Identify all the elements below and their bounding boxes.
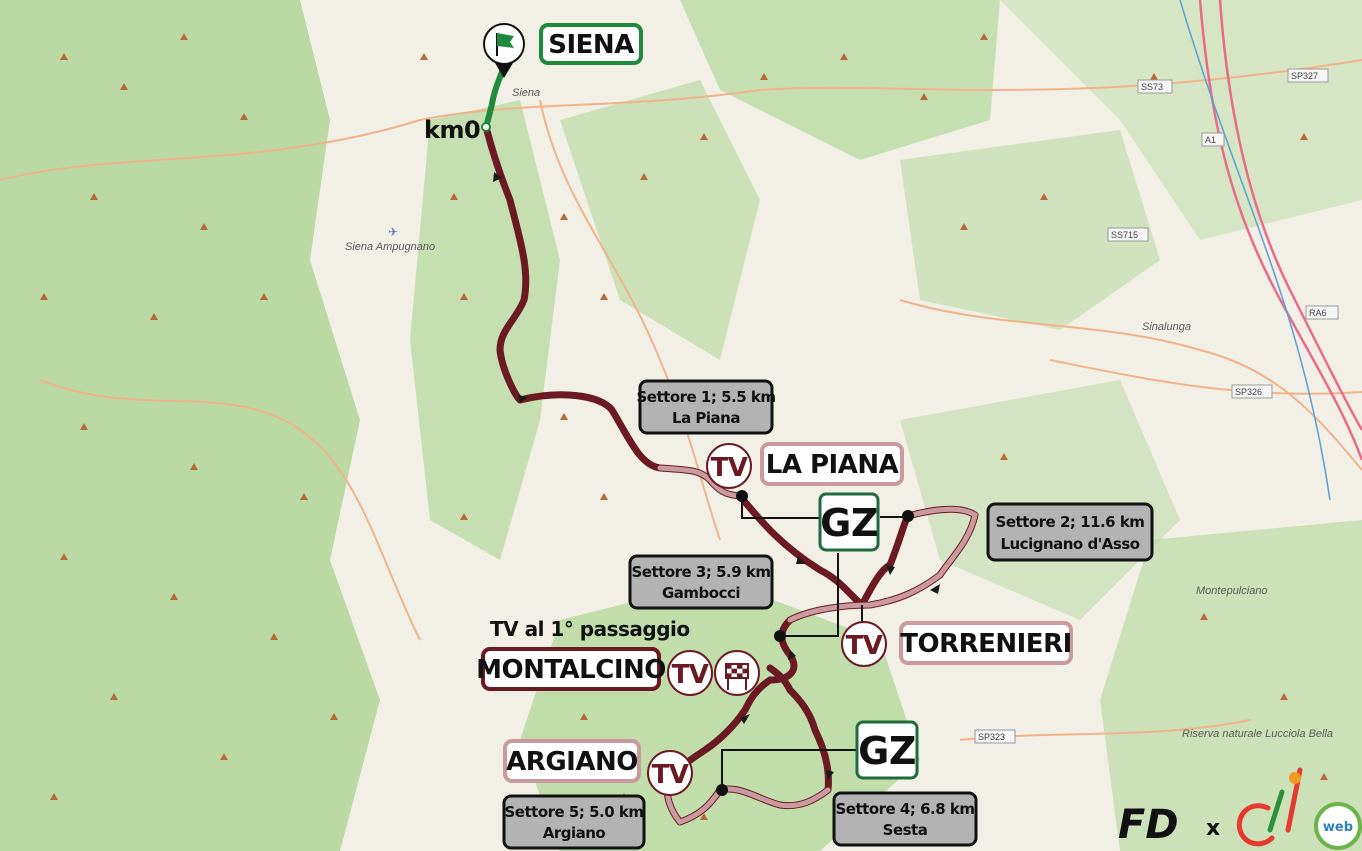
road-sp323: SP323 (978, 732, 1005, 742)
river (1179, 0, 1331, 501)
ciclo-web-logo: web (1236, 767, 1362, 850)
route-neutral-start (483, 69, 505, 130)
sector-4-title: Settore 4; 6.8 km (836, 800, 975, 818)
town-sinalunga: Sinalunga (1142, 321, 1191, 333)
road-ra6: RA6 (1309, 308, 1327, 318)
road-badges: SS73 SP327 A1 SS715 RA6 SP326 SP323 (974, 68, 1339, 744)
sector-1-title: Settore 1; 5.5 km (637, 388, 776, 406)
torrenieri-text: TORRENIERI (900, 629, 1072, 659)
logo-separator: x (1206, 816, 1220, 841)
torrenieri-label: TORRENIERI (899, 621, 1073, 665)
town-montepulciano: Montepulciano (1196, 585, 1268, 597)
sector-5-name: Argiano (543, 824, 606, 842)
km0-marker (481, 122, 491, 132)
sector-5-box: Settore 5; 5.0 km Argiano (502, 794, 646, 850)
web-logo-text: web (1323, 820, 1353, 835)
sector-2-name: Lucignano d'Asso (1000, 535, 1139, 553)
tv-montalcino: TV (667, 650, 713, 696)
gz-box-1: GZ (818, 492, 880, 552)
connector-dots (716, 490, 914, 796)
tv-note: TV al 1° passaggio (490, 617, 690, 641)
la-piana-label: LA PIANA (760, 442, 904, 486)
town-siena-ampugnano: Siena Ampugnano (345, 241, 435, 253)
start-marker (483, 23, 525, 78)
route-arrows (493, 172, 940, 780)
road-ss715: SS715 (1111, 230, 1138, 240)
montalcino-text: MONTALCINO (476, 655, 666, 685)
tv-torrenieri: TV (841, 621, 887, 667)
tv-la-piana: TV (706, 443, 752, 489)
siena-label: SIENA (539, 23, 643, 65)
sector-1-box: Settore 1; 5.5 km La Piana (637, 379, 776, 435)
la-piana-text: LA PIANA (766, 450, 899, 480)
road-ss73: SS73 (1141, 82, 1163, 92)
airport-icon: ✈ (388, 225, 398, 239)
road-sp326: SP326 (1235, 387, 1262, 397)
gz-box-2: GZ (855, 720, 919, 780)
fd-logo-text: FD (1118, 802, 1179, 848)
sector-2-title: Settore 2; 11.6 km (996, 513, 1145, 531)
sector-5-title: Settore 5; 5.0 km (505, 803, 644, 821)
argiano-text: ARGIANO (506, 747, 638, 777)
fd-logo: FD (1118, 802, 1179, 848)
tv-argiano: TV (647, 750, 693, 796)
argiano-label: ARGIANO (503, 739, 641, 783)
road-a1: A1 (1205, 135, 1216, 145)
checkered-finish-flag-icon (725, 663, 749, 690)
gz-1-text: GZ (820, 501, 878, 545)
town-siena: Siena (512, 87, 540, 99)
tv-argiano-text: TV (652, 760, 689, 790)
siena-label-text: SIENA (548, 30, 634, 60)
sector-1-name: La Piana (672, 409, 740, 427)
connector-lines (721, 498, 908, 790)
sector-4-name: Sesta (883, 821, 928, 839)
tv-montalcino-text: TV (672, 660, 709, 690)
tv-la-piana-text: TV (711, 453, 748, 483)
sector-3-title: Settore 3; 5.9 km (632, 563, 771, 581)
gz-2-text: GZ (858, 729, 916, 773)
sector-2-box: Settore 2; 11.6 km Lucignano d'Asso (986, 502, 1154, 562)
tv-torrenieri-text: TV (846, 631, 883, 661)
km0-label: km0 (424, 116, 480, 144)
montalcino-label: MONTALCINO (476, 647, 666, 691)
sector-3-name: Gambocci (662, 584, 740, 602)
green-start-flag-icon (497, 33, 514, 48)
sector-4-box: Settore 4; 6.8 km Sesta (832, 791, 978, 847)
town-riserva: Riserva naturale Lucciola Bella (1182, 728, 1333, 740)
road-sp327: SP327 (1291, 71, 1318, 81)
sector-3-box: Settore 3; 5.9 km Gambocci (628, 554, 774, 610)
finish-marker (714, 650, 760, 696)
